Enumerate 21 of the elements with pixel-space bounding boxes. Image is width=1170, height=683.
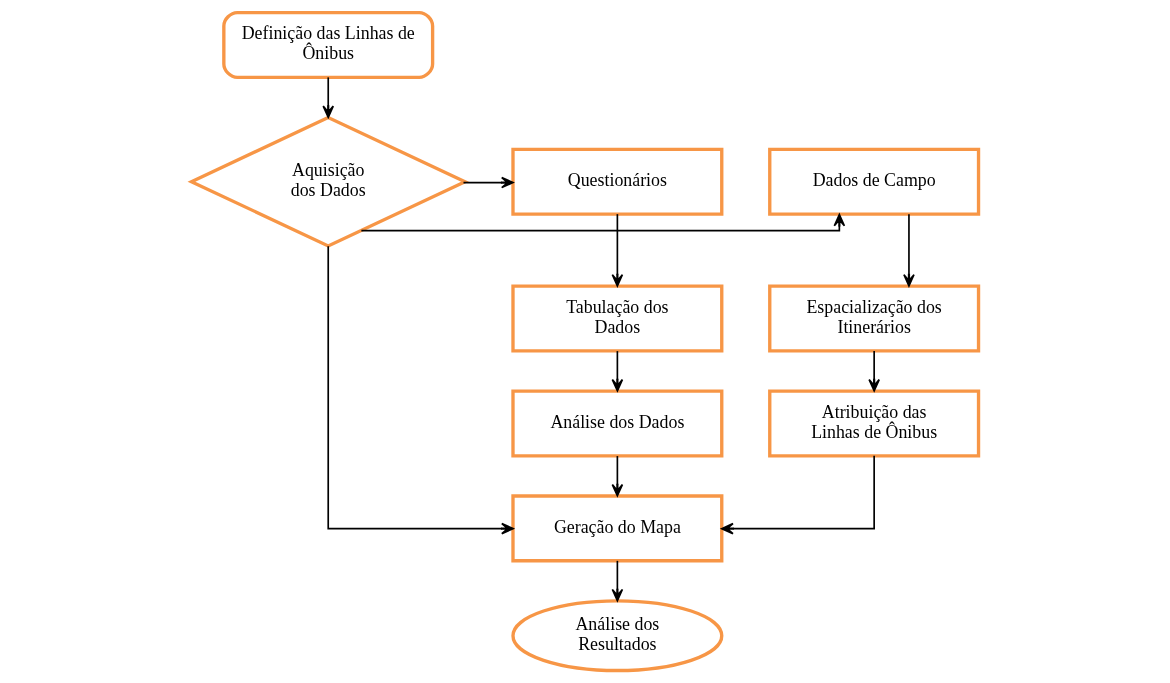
node-box: Dados de Campo <box>768 147 981 216</box>
node-box: Geração do Mapa <box>511 494 724 563</box>
node-box: Tabulação dos Dados <box>511 284 724 353</box>
arrow <box>868 350 880 392</box>
node-box: Definição das Linhas de Ônibus <box>222 10 435 79</box>
node-box: Questionários <box>511 147 724 216</box>
arrow <box>322 76 335 119</box>
arrow <box>462 176 514 189</box>
node-box: Atribuição das Linhas de Ônibus <box>768 389 981 458</box>
arrow <box>903 213 915 287</box>
arrow <box>611 560 624 602</box>
arrow <box>327 245 514 535</box>
node-box: Análise dos Dados <box>511 389 724 458</box>
arrow <box>721 455 875 535</box>
arrow <box>360 213 846 232</box>
node-box: Espacialização dos Itinerários <box>768 284 981 353</box>
node-diamond: Aquisição dos Dados <box>187 115 469 248</box>
arrow <box>611 455 624 497</box>
arrow <box>611 350 624 392</box>
node-ellipse: Análise dos Resultados <box>511 599 724 673</box>
arrow <box>611 213 624 287</box>
